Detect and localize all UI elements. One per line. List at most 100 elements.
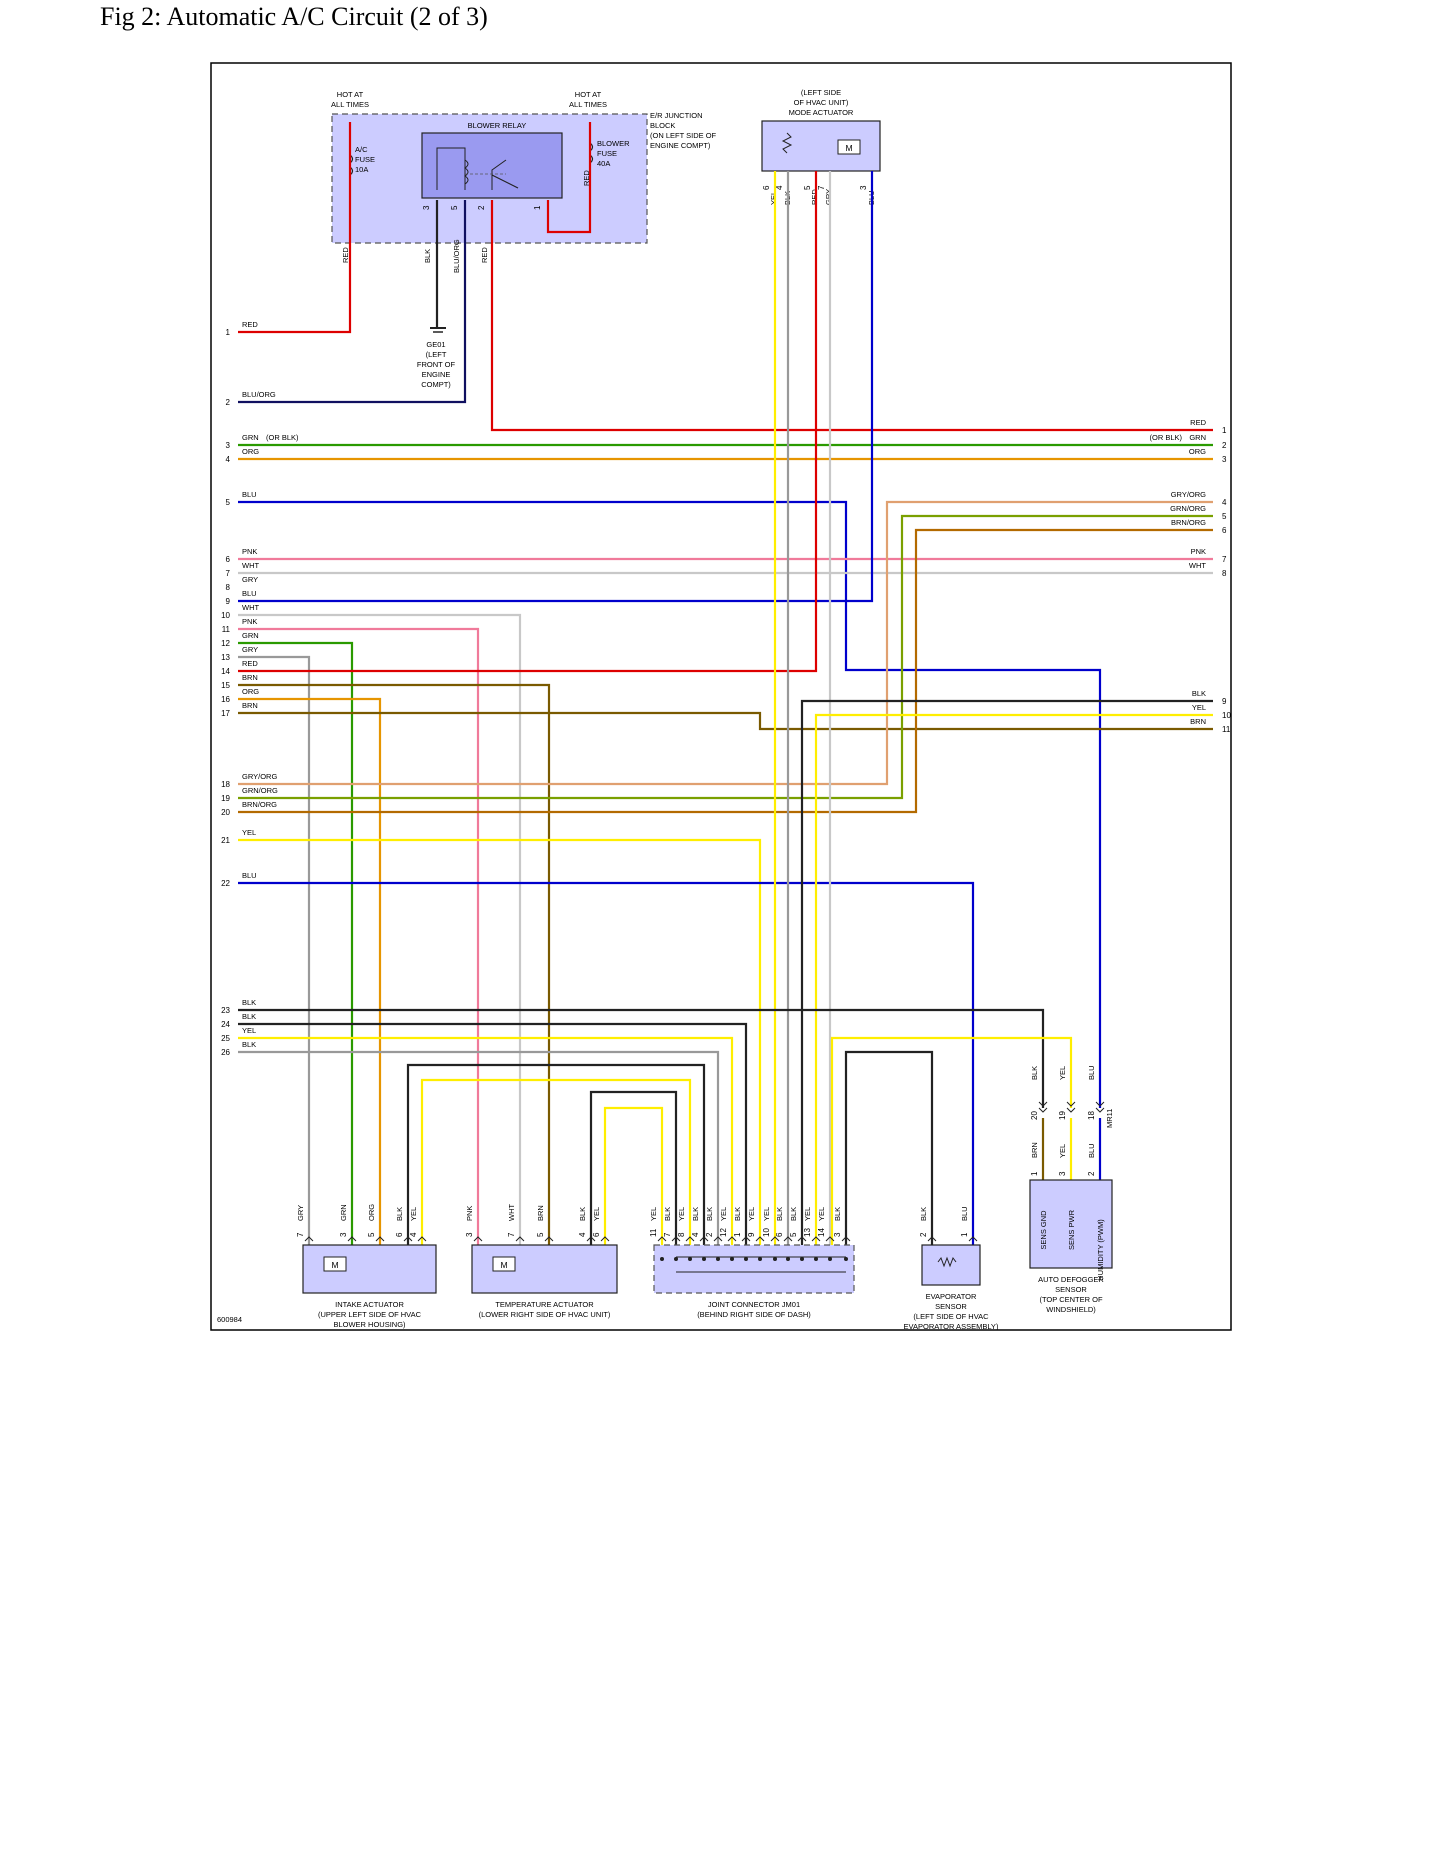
right-wire-label-1: RED <box>1190 418 1206 427</box>
intake-connector <box>302 1244 437 1294</box>
joint-pin-1: 1 <box>733 1232 742 1237</box>
temp-motor-icon <box>492 1256 516 1272</box>
temp-wire-label: WHT <box>507 1204 516 1221</box>
left-wire-label-19: GRN/ORG <box>242 786 278 795</box>
evap-pin-terminal <box>927 1236 937 1242</box>
left-wire-number-12: 12 <box>221 639 230 648</box>
mr11-terminal <box>1066 1101 1076 1113</box>
temp-wire-label: BLK <box>578 1207 587 1221</box>
intake-pin-terminal <box>403 1236 413 1242</box>
joint-wire-label: BLK <box>733 1207 742 1221</box>
wire-intake-yel-joint <box>420 1078 692 1245</box>
left-wire-number-16: 16 <box>221 695 230 704</box>
relay-switch <box>491 159 507 190</box>
left-wire-number-14: 14 <box>221 667 230 676</box>
defog-inner-label: HUMIDITY (PWM) <box>1096 1219 1105 1281</box>
page-title: Fig 2: Automatic A/C Circuit (2 of 3) <box>100 2 488 31</box>
intake-pin-terminal <box>417 1236 427 1242</box>
right-wire-number-7: 7 <box>1222 555 1227 564</box>
joint-node <box>800 1257 804 1261</box>
joint-wire-label: YEL <box>649 1207 658 1221</box>
joint-pin-terminal <box>811 1236 821 1242</box>
left-wire-label-13: GRY <box>242 645 258 654</box>
left-wire-label-3: GRN <box>242 433 259 442</box>
relay-contact <box>491 174 519 189</box>
defog-pin-1: 1 <box>1030 1171 1039 1176</box>
evap-label: EVAPORATOR ASSEMBLY) <box>904 1322 999 1331</box>
joint-pin-terminal <box>755 1236 765 1242</box>
mode-pin-6: 6 <box>762 185 771 190</box>
right-wire-label-3: ORG <box>1189 447 1206 456</box>
joint-wire-label: BLK <box>775 1207 784 1221</box>
temp-wire-label: YEL <box>592 1207 601 1221</box>
ac-fuse-label: 10A <box>355 165 368 174</box>
wire-left-1-red <box>238 122 352 334</box>
mr11-pin-19: 19 <box>1058 1111 1067 1120</box>
mode-actuator <box>761 120 881 172</box>
intake-label: BLOWER HOUSING) <box>333 1320 406 1329</box>
right-wire-number-6: 6 <box>1222 526 1227 535</box>
wire-right-10-yel <box>814 713 1213 1245</box>
wire-right-9-blk <box>800 699 1213 1245</box>
intake-wire-label: GRY <box>296 1205 305 1221</box>
temp-pin-6: 6 <box>592 1232 601 1237</box>
joint-pin-terminal <box>825 1236 835 1242</box>
left-wire-label-4: ORG <box>242 447 259 456</box>
joint-node <box>702 1257 706 1261</box>
left-wire-number-1: 1 <box>226 328 231 337</box>
wire-temp-yel-joint <box>603 1106 664 1245</box>
joint-pin-13: 13 <box>803 1228 812 1237</box>
defog-label: (TOP CENTER OF <box>1039 1295 1102 1304</box>
joint-node <box>814 1257 818 1261</box>
left-wire-number-17: 17 <box>221 709 230 718</box>
defog-label: SENSOR <box>1055 1285 1087 1294</box>
intake-pin-4: 4 <box>409 1232 418 1237</box>
defog-lower-wire-label: BLU <box>1087 1143 1096 1158</box>
evap-connector <box>921 1244 981 1286</box>
blower-fuse-label: 40A <box>597 159 610 168</box>
intake-wire-label: BLK <box>395 1207 404 1221</box>
wire-blu-22-evap <box>238 881 975 1245</box>
left-wire-label-26: BLK <box>242 1040 256 1049</box>
left-wire-label-2: BLU/ORG <box>242 390 276 399</box>
ground-ge01-label: COMPT) <box>421 380 451 389</box>
wire-left-2-bluorg <box>238 200 467 404</box>
temp-pin-terminal <box>515 1236 525 1242</box>
left-wire-number-3: 3 <box>226 441 231 450</box>
ground-ge01-label: FRONT OF <box>417 360 456 369</box>
mr11-connector-label: MR11 <box>1105 1109 1114 1128</box>
relay-coil-frame <box>436 147 466 190</box>
hot-at-all-times-label-1: HOT AT <box>337 90 364 99</box>
relay-pin-3: 3 <box>422 205 431 210</box>
intake-wire-label: GRN <box>339 1204 348 1221</box>
right-wire-number-10: 10 <box>1222 711 1231 720</box>
joint-pin-6: 6 <box>775 1232 784 1237</box>
joint-node <box>688 1257 692 1261</box>
right-wire-label-5: GRN/ORG <box>1170 504 1206 513</box>
top-wire-label: RED <box>480 247 489 263</box>
left-wire-label-12: GRN <box>242 631 259 640</box>
evap-label: (LEFT SIDE OF HVAC <box>913 1312 989 1321</box>
joint-wire-label: BLK <box>833 1207 842 1221</box>
joint-pin-terminal <box>685 1236 695 1242</box>
left-wire-label-1: RED <box>242 320 258 329</box>
wire-wht-10-temp <box>238 613 522 1245</box>
defog-inner-label: SENS GND <box>1039 1210 1048 1250</box>
temp-wire-label: PNK <box>465 1206 474 1221</box>
wire-blower-fuse-red <box>546 122 592 234</box>
hot-at-all-times-label-2: HOT AT <box>575 90 602 99</box>
right-wire-label-8: WHT <box>1189 561 1206 570</box>
wire-intake-blk-joint <box>406 1063 706 1245</box>
joint-label: (BEHIND RIGHT SIDE OF DASH) <box>697 1310 811 1319</box>
joint-pin-terminal <box>727 1236 737 1242</box>
joint-label: JOINT CONNECTOR JM01 <box>708 1300 800 1309</box>
wire-brnorg-20 <box>238 528 1213 814</box>
intake-pin-terminal <box>347 1236 357 1242</box>
ground-ge01-label: GE01 <box>426 340 445 349</box>
temp-pin-5: 5 <box>536 1232 545 1237</box>
junction-block-label: ENGINE COMPT) <box>650 141 711 150</box>
wire-joint-evap-blk <box>844 1050 934 1245</box>
wire-grnorg-19 <box>238 514 1213 800</box>
intake-pin-terminal <box>375 1236 385 1242</box>
left-wire-number-15: 15 <box>221 681 230 690</box>
